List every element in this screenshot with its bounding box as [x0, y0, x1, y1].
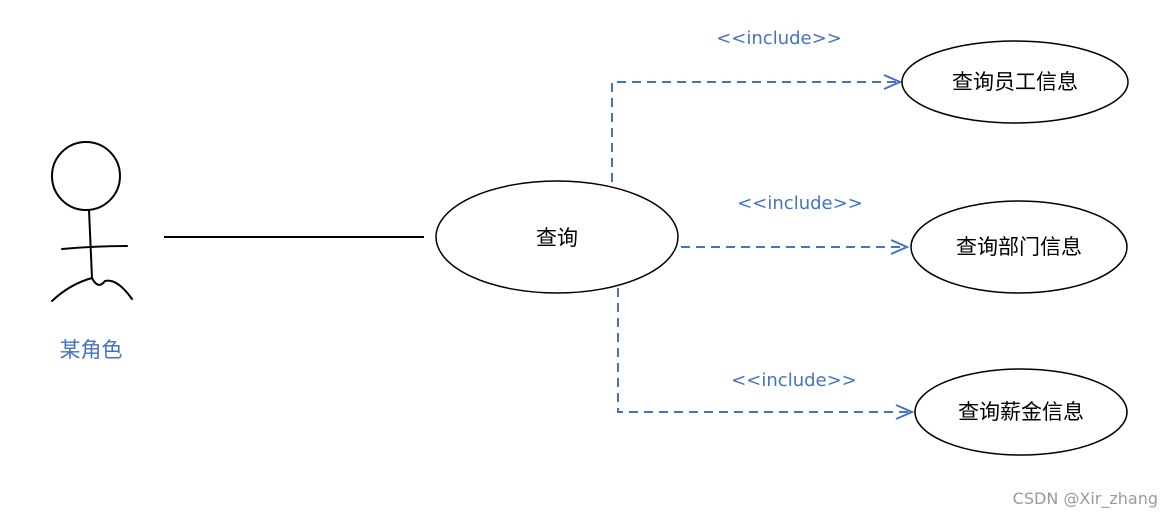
include-label-salary: <<include>>: [731, 370, 857, 391]
actor-name: 某角色: [60, 338, 123, 362]
actor-arms: [61, 245, 128, 250]
actor-right-leg: [91, 277, 133, 300]
usecase-employee-label: 查询员工信息: [952, 70, 1078, 94]
usecase-department-ellipse: [910, 200, 1128, 294]
actor-figure: [51, 141, 133, 302]
arrowhead-salary: [895, 404, 915, 420]
include-label-department: <<include>>: [737, 193, 863, 214]
actor-body: [88, 209, 93, 279]
usecase-salary-ellipse: [914, 368, 1128, 456]
usecase-query-ellipse: [435, 180, 679, 294]
actor-left-leg: [51, 277, 93, 302]
usecase-salary-info[interactable]: 查询薪金信息: [914, 368, 1128, 456]
usecase-department-info[interactable]: 查询部门信息: [910, 200, 1128, 294]
include-label-employee: <<include>>: [716, 28, 842, 49]
watermark: CSDN @Xir_zhang: [1013, 489, 1158, 509]
usecase-employee-ellipse: [901, 40, 1129, 124]
actor-head: [51, 141, 121, 211]
include-line-employee: [611, 81, 898, 182]
usecase-employee-info[interactable]: 查询员工信息: [901, 40, 1129, 124]
usecase-department-label: 查询部门信息: [956, 235, 1082, 259]
arrowhead-department: [890, 239, 910, 255]
include-line-salary: [617, 288, 910, 413]
include-relation-employee: <<include>>: [611, 28, 903, 182]
include-relation-salary: <<include>>: [617, 288, 915, 420]
usecase-query-label: 查询: [536, 226, 578, 250]
usecase-salary-label: 查询薪金信息: [958, 400, 1084, 424]
include-relation-department: <<include>>: [681, 193, 910, 255]
arrowhead-employee: [883, 74, 903, 90]
usecase-query[interactable]: 查询: [435, 180, 679, 294]
